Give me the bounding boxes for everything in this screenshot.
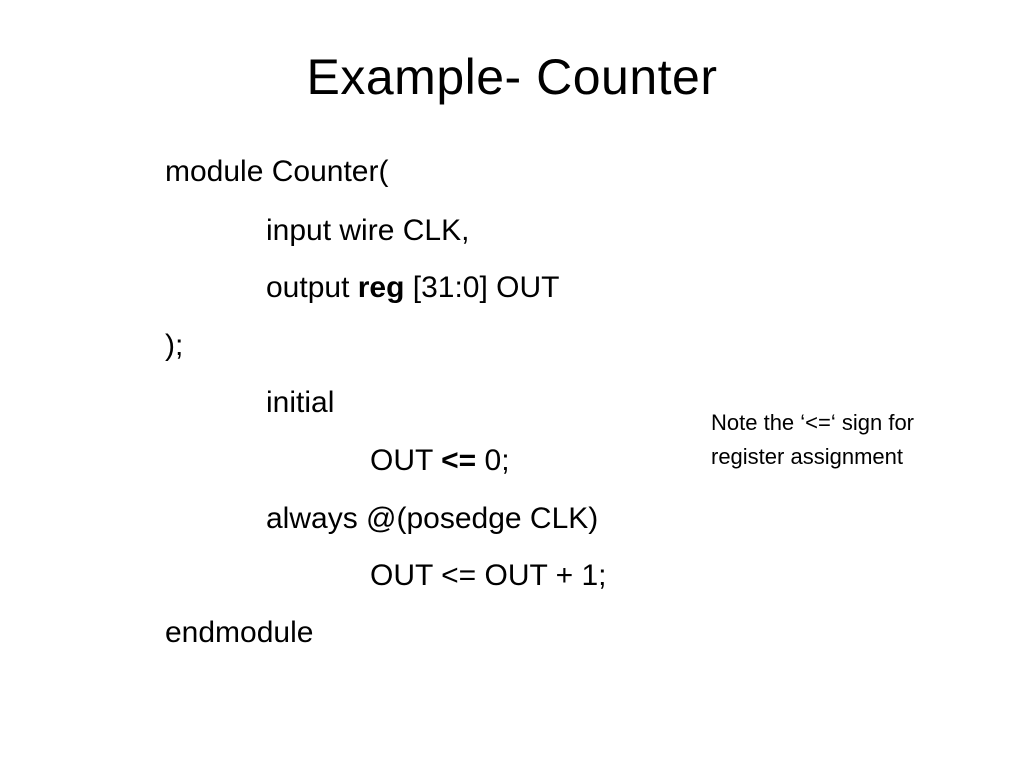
code-line-always: always @(posedge CLK)	[266, 502, 599, 535]
code-line-close-paren: );	[165, 329, 184, 362]
code-line-increment: OUT <= OUT + 1;	[370, 559, 607, 592]
code-line-module: module Counter(	[165, 155, 389, 188]
slide-title: Example- Counter	[306, 49, 718, 105]
side-note-line-2: register assignment	[711, 444, 903, 469]
side-note-line-1: Note the ‘<=‘ sign for	[711, 410, 915, 435]
code-nonblocking-operator: <=	[441, 444, 477, 477]
code-listing: module Counter( input wire CLK, output r…	[165, 0, 685, 768]
code-line-initial: initial	[266, 386, 335, 419]
code-zero-value: 0;	[476, 444, 510, 477]
side-note: Note the ‘<=‘ sign for register assignme…	[711, 406, 1001, 474]
code-output-keyword: output	[266, 271, 358, 304]
code-reg-keyword: reg	[357, 271, 405, 304]
code-output-range: [31:0] OUT	[404, 271, 560, 304]
code-line-endmodule: endmodule	[165, 616, 314, 649]
code-line-init-assign: OUT <= 0;	[370, 441, 510, 481]
code-line-input: input wire CLK,	[266, 214, 470, 247]
code-out-label: OUT	[370, 444, 442, 477]
code-line-output: output reg [31:0] OUT	[266, 268, 560, 308]
